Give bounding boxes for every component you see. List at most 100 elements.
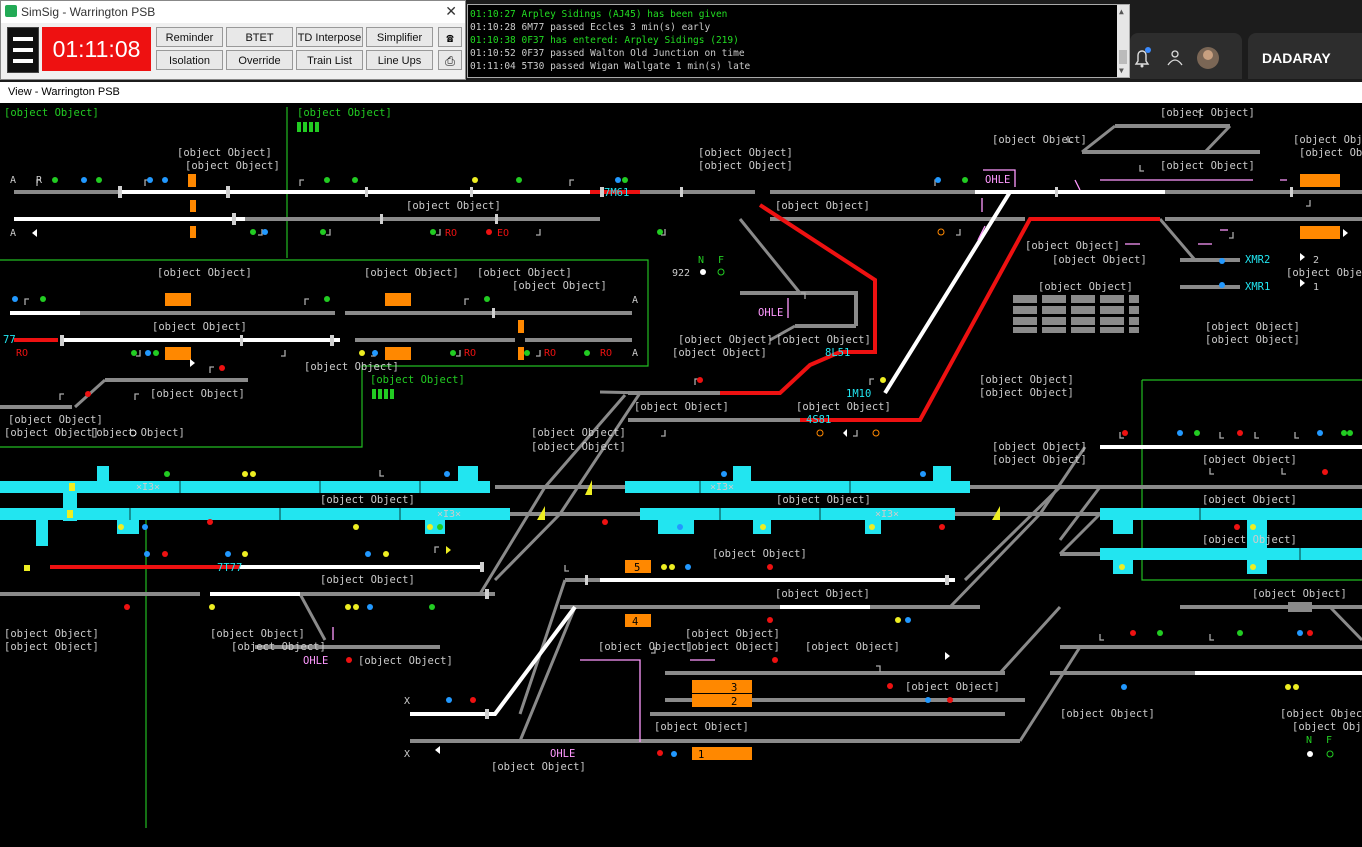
yellow-markers bbox=[24, 480, 1000, 571]
train-id: 8L51 bbox=[825, 347, 850, 359]
track-joints bbox=[60, 186, 1293, 719]
boundary-x: X bbox=[404, 749, 410, 760]
panel-labels: [object Object] [object Object] [object … bbox=[4, 107, 465, 386]
section-dividers bbox=[129, 481, 1301, 560]
location-label: [object Object] bbox=[685, 628, 780, 640]
window-title: SimSig - Warrington PSB bbox=[21, 5, 156, 19]
motorail-2: 2 bbox=[1313, 255, 1319, 266]
location-label: [object Object] bbox=[1292, 721, 1362, 733]
train-id: XMR2 bbox=[1245, 254, 1270, 266]
signalling-diagram[interactable]: [object Object] [object Object] [object … bbox=[0, 103, 1362, 847]
location-label: [object Object] bbox=[698, 147, 793, 159]
chevron-up-icon[interactable]: ▲ bbox=[1119, 7, 1124, 16]
line-labels: [object Object] [object Object] [object … bbox=[150, 200, 1297, 733]
scroll-thumb[interactable] bbox=[1119, 50, 1127, 64]
app-icon bbox=[5, 5, 17, 17]
location-label: [object Object] bbox=[4, 427, 99, 439]
user-name: DADARAY bbox=[1262, 50, 1331, 66]
highlighted-sections bbox=[0, 466, 1362, 574]
btet-button[interactable]: BTET bbox=[226, 27, 293, 47]
control-panel: SimSig - Warrington PSB ✕ 01:11:08 Remin… bbox=[0, 0, 466, 80]
chevron-down-icon[interactable]: ▼ bbox=[1119, 66, 1124, 75]
reset-button[interactable]: [object Object] bbox=[90, 427, 185, 439]
indicator-f: F bbox=[718, 255, 724, 266]
signal-ro: RO bbox=[544, 348, 556, 359]
line-label: [object Object] bbox=[634, 401, 729, 413]
ohle-label: OHLE bbox=[550, 748, 575, 760]
menu-icon bbox=[13, 37, 33, 41]
location-label: [object Object] bbox=[992, 454, 1087, 466]
location-label: [object Object] bbox=[531, 427, 626, 439]
message-line: 01:10:38 0F37 has entered: Arpley Siding… bbox=[470, 35, 739, 46]
occupied-track bbox=[14, 190, 1160, 569]
boundary-a: A bbox=[10, 228, 16, 239]
line-label: [object Object] bbox=[152, 321, 247, 333]
ohle-marks bbox=[332, 169, 1287, 742]
close-icon[interactable]: ✕ bbox=[445, 3, 457, 19]
location-label: [object Object] bbox=[364, 267, 459, 279]
triangles bbox=[32, 229, 1348, 754]
message-scrollbar[interactable]: ▲ ▼ bbox=[1117, 5, 1129, 77]
signal-ro: RO bbox=[600, 348, 612, 359]
phone-icon[interactable]: ☎ bbox=[438, 27, 462, 47]
location-label: [object Object] bbox=[1299, 147, 1362, 159]
berth-numbers: 5 4 3 2 1 bbox=[632, 562, 737, 761]
line-label: [object Object] bbox=[1202, 534, 1297, 546]
override-button[interactable]: Override bbox=[226, 50, 293, 70]
sim-clock: 01:11:08 bbox=[42, 27, 151, 71]
location-label: [object Object] bbox=[678, 334, 773, 346]
location-label: [object Object] bbox=[1160, 107, 1255, 119]
boundary-a: A bbox=[632, 295, 638, 306]
menu-button[interactable] bbox=[7, 27, 39, 73]
view-titlebar: View - Warrington PSB bbox=[0, 82, 1362, 103]
location-label: [object Object] bbox=[1025, 240, 1120, 252]
message-log[interactable]: 01:10:27 Arpley Sidings (AJ45) has been … bbox=[467, 4, 1130, 78]
location-label: [object Object] bbox=[512, 280, 607, 292]
location-label: [object Object] bbox=[598, 641, 693, 653]
indicator-n: N bbox=[698, 255, 704, 266]
notification-icons bbox=[1134, 47, 1219, 69]
isolation-button[interactable]: Isolation bbox=[156, 50, 223, 70]
berth-4 bbox=[625, 614, 651, 627]
berth-3 bbox=[692, 680, 752, 693]
people-icon[interactable] bbox=[1167, 50, 1183, 66]
line-label: [object Object] bbox=[796, 401, 891, 413]
location-label: [object Object] bbox=[157, 267, 252, 279]
indicator-f: F bbox=[1326, 735, 1332, 746]
train-list-button[interactable]: Train List bbox=[296, 50, 363, 70]
location-label: [object Object] bbox=[177, 147, 272, 159]
location-label: [object Object] bbox=[1205, 334, 1300, 346]
reminder-button[interactable]: Reminder bbox=[156, 27, 223, 47]
td-interpose-button[interactable]: TD Interpose bbox=[296, 27, 363, 47]
location-label: [object Object] bbox=[1205, 321, 1300, 333]
bell-icon[interactable] bbox=[1134, 47, 1151, 68]
top-bar: SimSig - Warrington PSB ✕ 01:11:08 Remin… bbox=[0, 0, 1362, 82]
control-window-titlebar: SimSig - Warrington PSB ✕ bbox=[1, 1, 465, 23]
crossing-marker: ×I3× bbox=[710, 482, 734, 493]
location-label: [object Object] bbox=[992, 134, 1087, 146]
user-name-tab[interactable]: DADARAY bbox=[1248, 33, 1362, 79]
location-label: [object Object] bbox=[231, 641, 326, 653]
location-label: [object Object] bbox=[1160, 160, 1255, 172]
ohle-label: OHLE bbox=[758, 307, 783, 319]
train-id: XMR1 bbox=[1245, 281, 1270, 293]
line-label: [object Object] bbox=[1202, 454, 1297, 466]
scratch-pad-grid bbox=[1013, 295, 1312, 612]
message-line: 01:10:27 Arpley Sidings (AJ45) has been … bbox=[470, 9, 728, 20]
location-label: [object Object] bbox=[1060, 708, 1155, 720]
location-label: [object Object] bbox=[304, 361, 399, 373]
crossing-marker: ×I3× bbox=[437, 509, 461, 520]
location-label: [object Object] bbox=[531, 441, 626, 453]
signal-aspects bbox=[40, 177, 1353, 758]
avatar[interactable] bbox=[1197, 47, 1219, 69]
location-label: [object Object] bbox=[1280, 708, 1362, 720]
panel-label: [object Object] bbox=[4, 107, 99, 119]
printer-icon[interactable]: ⎙ bbox=[438, 50, 462, 70]
train-id: 7T77 bbox=[217, 562, 242, 574]
location-label: [object Object] bbox=[477, 267, 572, 279]
line-ups-button[interactable]: Line Ups bbox=[366, 50, 433, 70]
simplifier-button[interactable]: Simplifier bbox=[366, 27, 433, 47]
motorail-1: 1 bbox=[1313, 282, 1319, 293]
signals bbox=[24, 111, 1311, 672]
train-id: 7M61 bbox=[604, 187, 629, 199]
